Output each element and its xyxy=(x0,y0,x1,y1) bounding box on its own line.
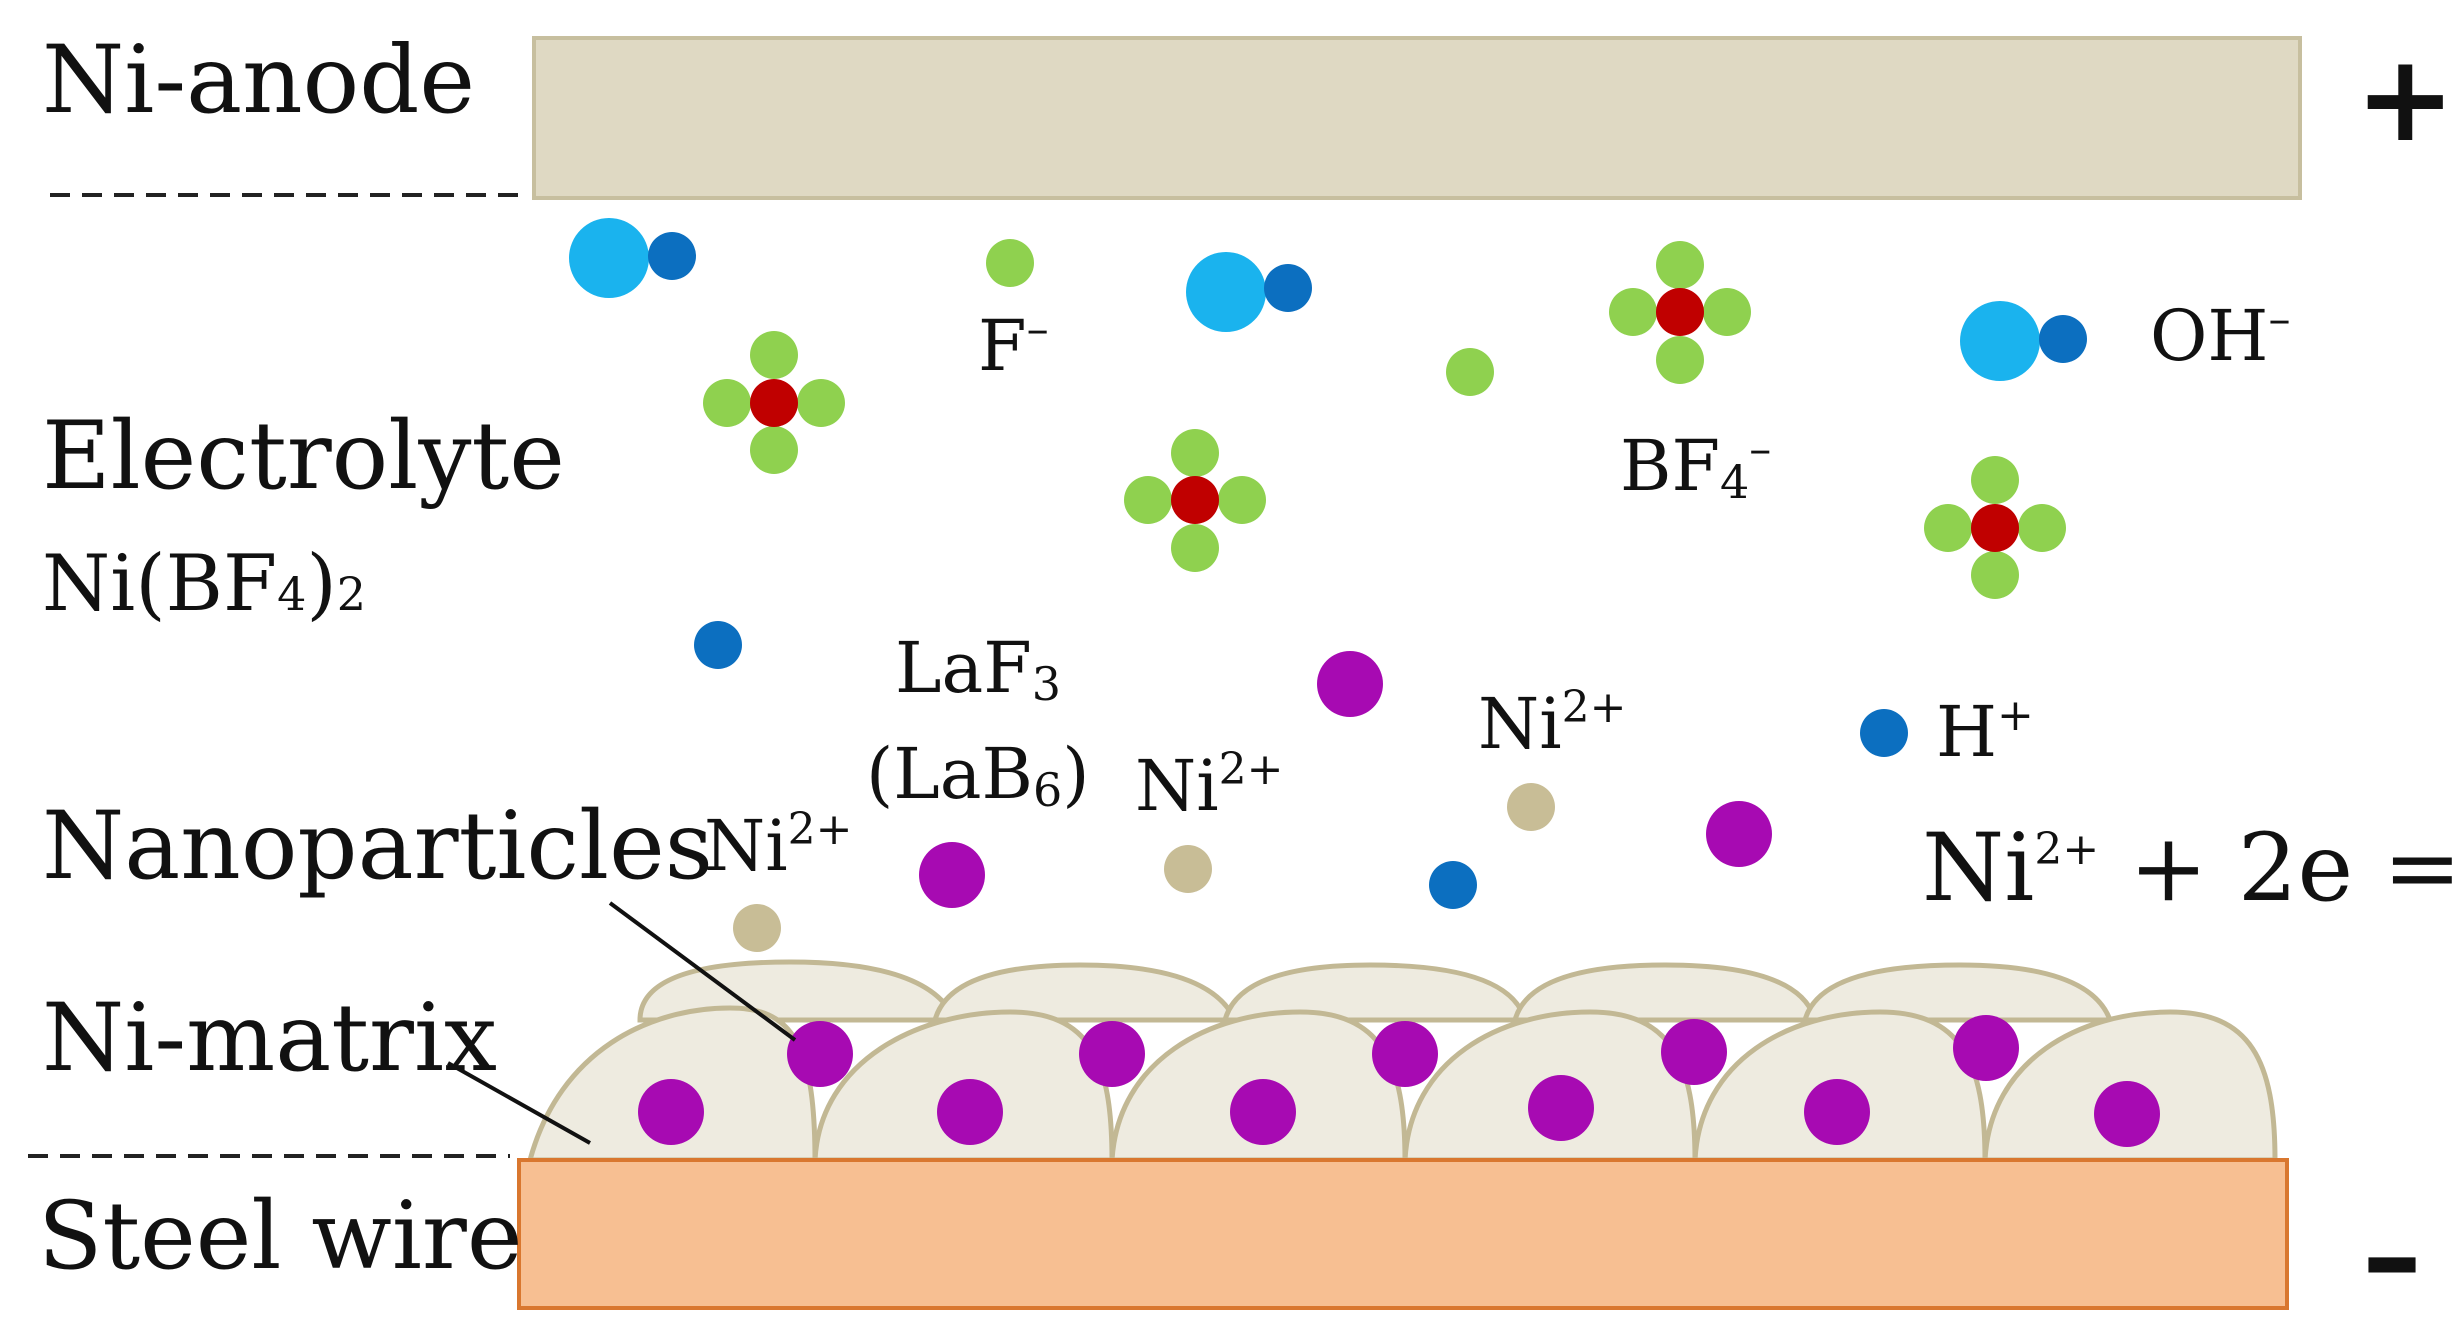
ni-anode-label: Ni-anode xyxy=(42,26,475,135)
bf4-ion-label: BF4– xyxy=(1620,424,1771,509)
lab6-label: (LaB6) xyxy=(866,733,1090,817)
matrix-grain xyxy=(1801,962,2114,1023)
nanoparticle-icon xyxy=(937,1079,1003,1145)
ni-matrix-label: Ni-matrix xyxy=(42,984,497,1093)
oh-molecule-icon xyxy=(569,218,696,298)
formula-part: ) xyxy=(306,539,336,629)
electrolyte-label: Electrolyte xyxy=(42,402,565,511)
matrix-grain xyxy=(1511,962,1819,1023)
nanoparticle-icon xyxy=(787,1021,853,1087)
bf4-molecule-icon xyxy=(1609,241,1751,384)
ni-ion-label: Ni2+ xyxy=(1135,744,1284,827)
formula-part: Ni(BF xyxy=(42,539,277,629)
nanoparticle-icon xyxy=(638,1079,704,1145)
ni-ion-label: Ni2+ xyxy=(1478,682,1627,765)
electrolyte-formula: Ni(BF4)2 xyxy=(42,539,366,629)
reduction-reaction: Ni2+ + 2e = Ni0 xyxy=(1922,814,2461,923)
positive-sign: + xyxy=(2355,30,2456,169)
nanoparticle-icon xyxy=(919,842,985,908)
nanoparticle-icon xyxy=(1317,651,1383,717)
h-ion-icon xyxy=(1429,861,1477,909)
nanoparticle-icon xyxy=(1079,1021,1145,1087)
f-ion-icon xyxy=(986,239,1034,287)
oh-molecule-icon xyxy=(1960,301,2087,381)
nanoparticle-icon xyxy=(1528,1075,1594,1141)
nanoparticle-icon xyxy=(1372,1021,1438,1087)
h-ion-icon xyxy=(1860,709,1908,757)
negative-sign: – xyxy=(2362,1188,2422,1327)
oh-molecule-icon xyxy=(1186,252,1312,332)
nanoparticle-icon xyxy=(1953,1015,2019,1081)
matrix-grain xyxy=(637,959,959,1023)
nanoparticle-icon xyxy=(1661,1019,1727,1085)
oh-ion-label: OH– xyxy=(2150,294,2290,377)
formula-subscript: 2 xyxy=(337,567,366,621)
nanoparticle-icon xyxy=(2094,1081,2160,1147)
ni-ion-icon xyxy=(733,904,781,952)
nanoparticle-icon xyxy=(1804,1079,1870,1145)
nanoparticle-icon xyxy=(1706,801,1772,867)
matrix-grain xyxy=(931,962,1239,1023)
ni-ion-label: Ni2+ xyxy=(704,804,853,887)
bf4-molecule-icon xyxy=(1924,456,2066,599)
steel-wire-bar xyxy=(517,1158,2289,1310)
bf4-molecule-icon xyxy=(1124,429,1266,572)
embedded-nanoparticles xyxy=(638,1015,2160,1147)
formula-subscript: 4 xyxy=(277,567,306,621)
nanoparticle-icon xyxy=(1230,1079,1296,1145)
bf4-molecule-icon xyxy=(703,331,845,474)
matrix-grain xyxy=(1221,962,1529,1023)
h-ion-icon xyxy=(694,621,742,669)
nanoparticles-label: Nanoparticles xyxy=(42,792,713,901)
matrix-pointer-line xyxy=(447,1061,591,1145)
steel-wire-label: Steel wire xyxy=(38,1182,522,1291)
h-ion-label: H+ xyxy=(1936,690,2034,773)
f-ion-icon xyxy=(1446,348,1494,396)
f-ion-label: F– xyxy=(978,304,1049,387)
nanoparticles-pointer-line xyxy=(608,901,797,1042)
ni-anode-bar xyxy=(532,36,2302,200)
ni-ion-icon xyxy=(1164,845,1212,893)
ni-matrix-layer xyxy=(526,959,2278,1163)
laf3-label: LaF3 xyxy=(895,627,1061,711)
ni-ion-icon xyxy=(1507,783,1555,831)
